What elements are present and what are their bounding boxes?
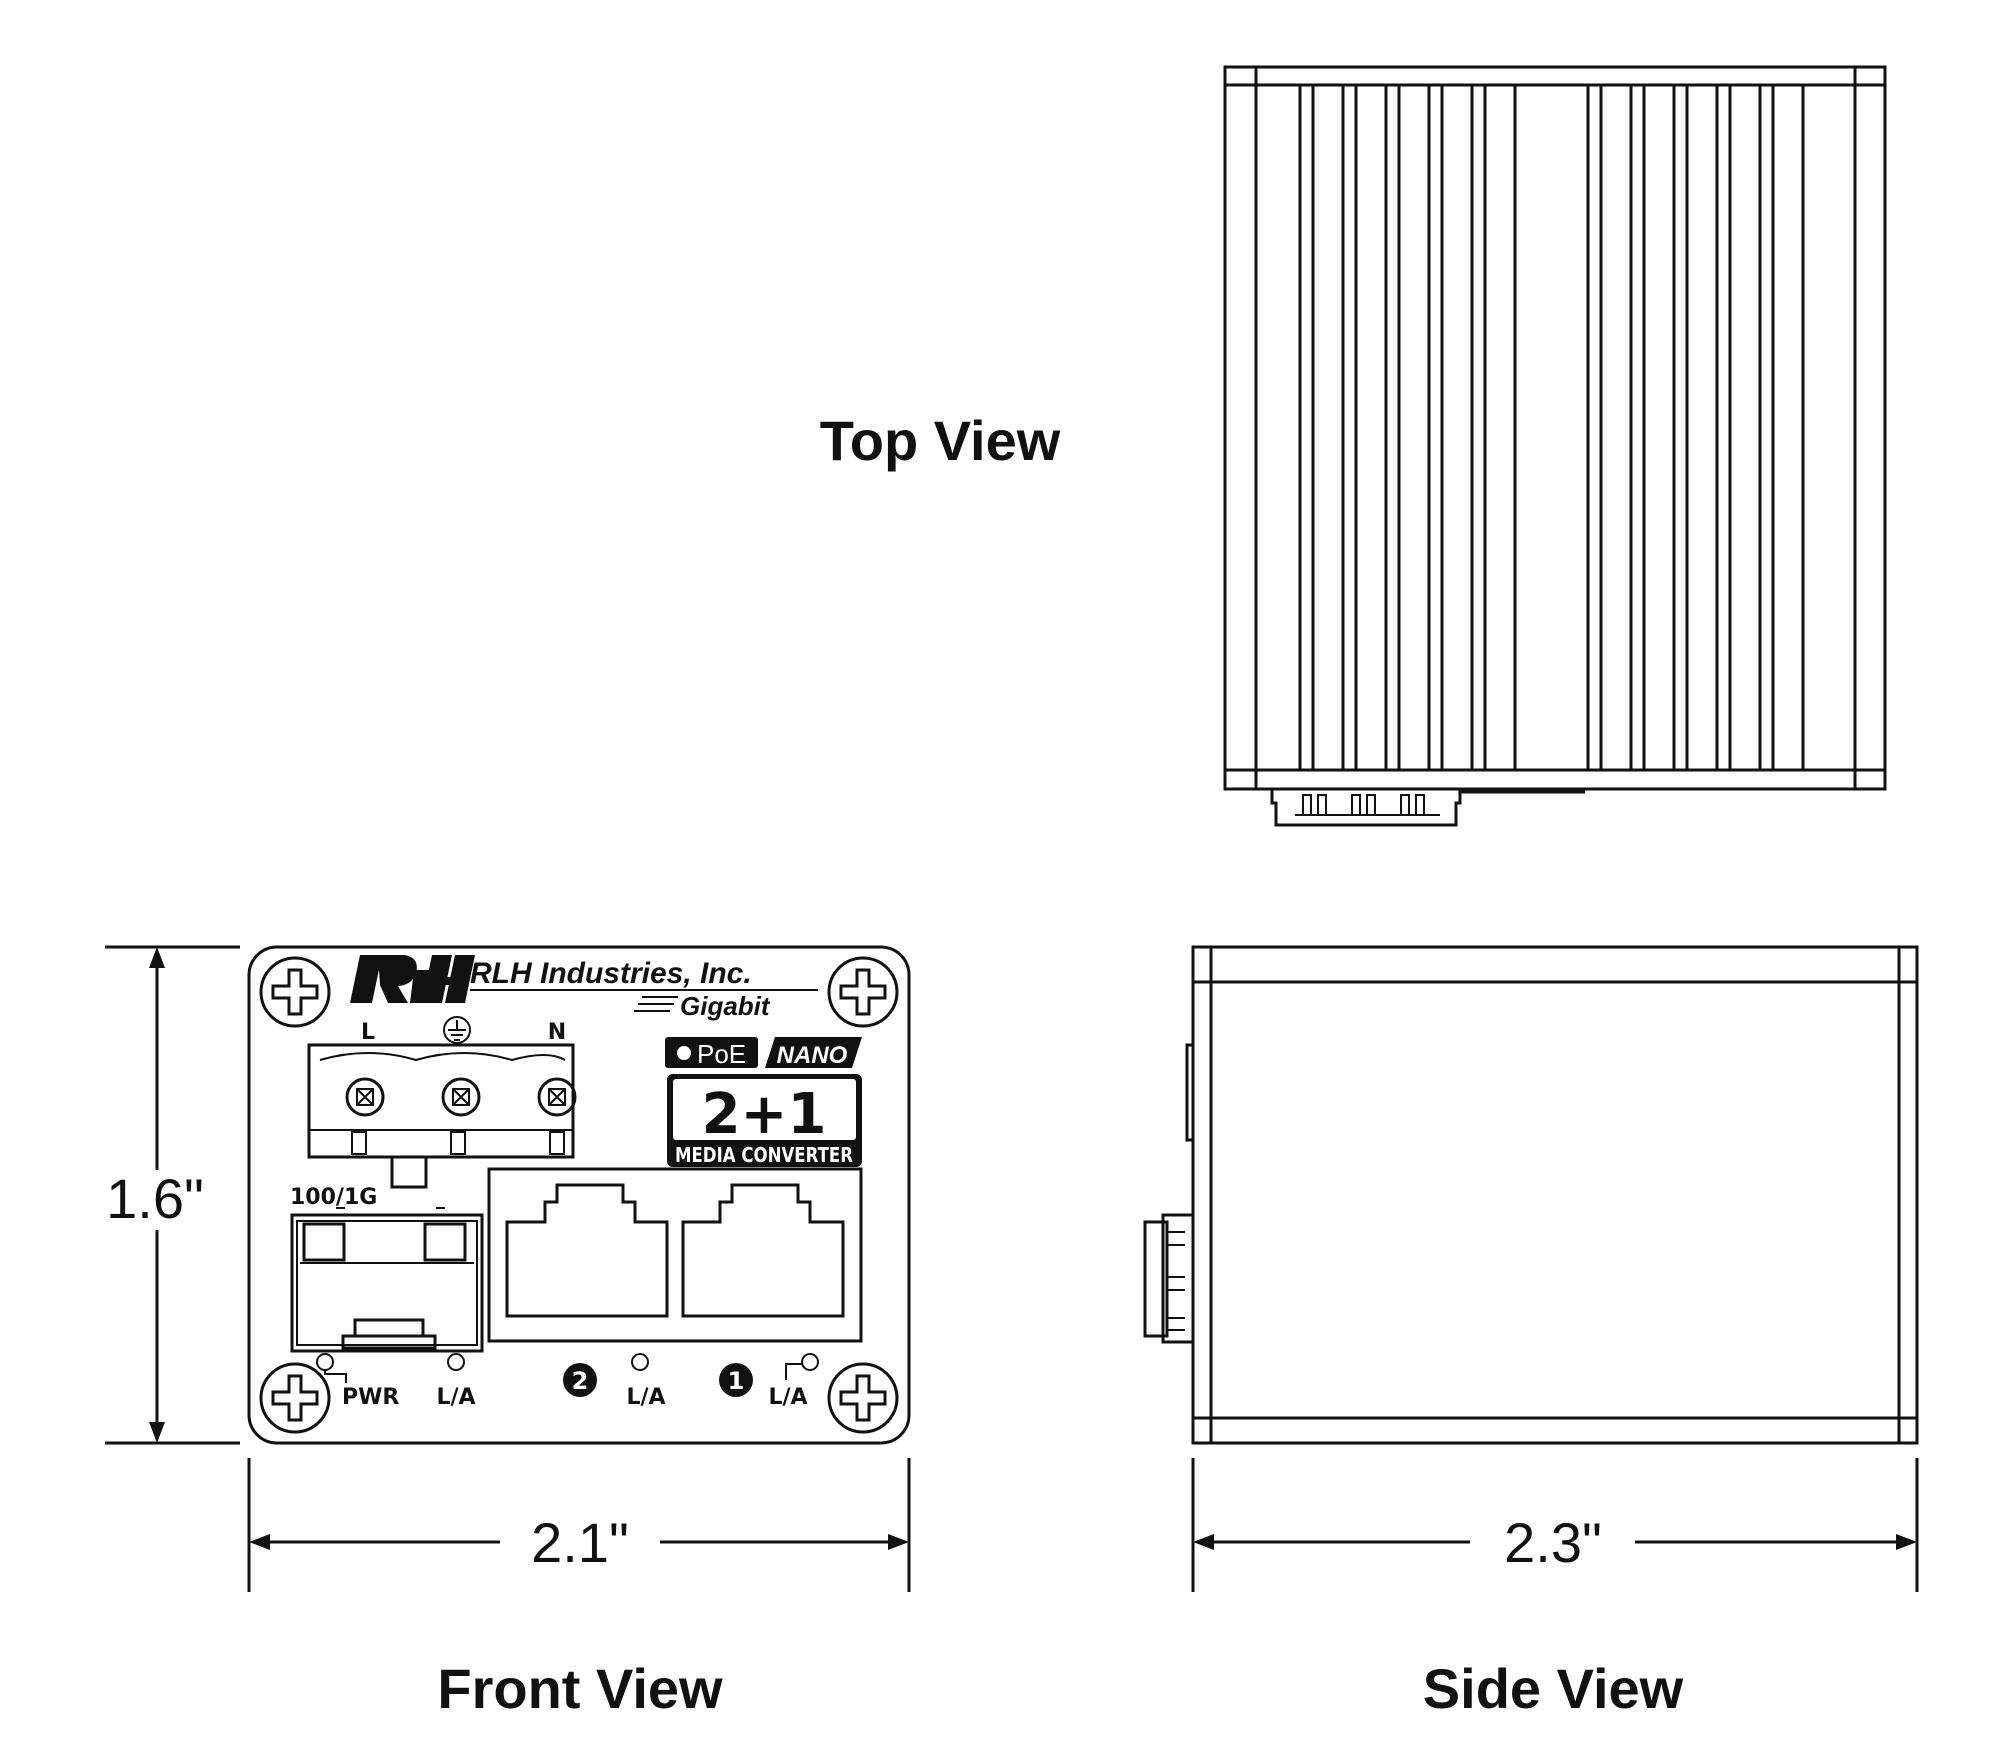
port2-number-badge [563,1363,597,1397]
model-subtitle: MEDIA CONVERTER [675,1143,853,1167]
port1-la-led-icon [801,1353,819,1371]
model-box-inner [673,1079,856,1140]
rlh-logo-icon [350,955,475,1003]
side-width-dimension-label: 2.3" [1504,1511,1602,1574]
power-terminal-block [307,1043,575,1189]
port2-la-led-label: L/A [626,1385,665,1410]
brand-subtitle: Gigabit [680,991,771,1021]
ground-icon [443,1016,471,1044]
rj45-port-1 [681,1183,845,1318]
nano-badge-label: NANO [777,1042,848,1069]
front-view-height-dimension: 1.6" [105,945,240,1445]
front-view: 1.6" 2.1" [105,945,911,1720]
rj45-port-housing [487,1167,863,1343]
side-view-body-outline [1191,945,1919,1445]
top-view-terminal-block [1270,789,1585,827]
front-width-dimension-label: 2.1" [531,1511,629,1574]
side-view-width-dimension: 2.3" [1191,1458,1919,1592]
port1-la-led-label: L/A [768,1385,807,1410]
side-view: 2.3" Side View [1143,945,1919,1720]
side-view-terminal-block [1143,1043,1193,1344]
terminal-label-l: L [361,1020,375,1045]
nano-badge [765,1037,862,1068]
port1-led-leader [785,1363,802,1380]
port2-la-led-icon [631,1353,649,1371]
pwr-led-label: PWR [342,1385,399,1410]
top-view-body-outline [1223,65,1887,791]
poe-badge-label: PoE [697,1039,746,1069]
terminal-screw-2-icon [441,1077,481,1117]
port1-number-badge [719,1363,753,1397]
top-view: Top View [820,65,1887,827]
poe-dot-icon [677,1046,691,1060]
front-panel-outline [247,945,911,1445]
top-view-fins-left [1298,85,1517,770]
poe-badge [665,1037,758,1068]
height-dimension-label: 1.6" [106,1167,204,1230]
port2-number: 2 [572,1367,589,1395]
port1-number: 1 [728,1367,745,1395]
screw-top-left-icon [259,956,331,1028]
terminal-screw-3-icon [537,1077,577,1117]
pwr-led-icon [316,1353,334,1371]
terminal-screw-1-icon [345,1077,385,1117]
model-number: 2+1 [702,1082,827,1147]
rj45-port-2 [505,1183,669,1318]
screw-bottom-left-icon [259,1362,331,1434]
screw-top-right-icon [827,956,899,1028]
pwr-led-leader [324,1370,347,1383]
sfp-speed-label: 100/1G [290,1185,377,1210]
sfp-la-led-icon [447,1353,465,1371]
gigabit-speed-lines-icon [634,996,678,1012]
top-view-fins-right [1586,85,1805,770]
sfp-la-led-label: L/A [436,1385,475,1410]
top-view-title: Top View [820,409,1061,472]
sfp-cage [290,1207,484,1353]
side-view-title: Side View [1423,1657,1684,1720]
terminal-label-n: N [548,1020,566,1045]
front-view-title: Front View [437,1657,723,1720]
brand-name: RLH Industries, Inc. [470,957,752,990]
screw-bottom-right-icon [827,1362,899,1434]
front-view-width-dimension: 2.1" [247,1458,911,1592]
